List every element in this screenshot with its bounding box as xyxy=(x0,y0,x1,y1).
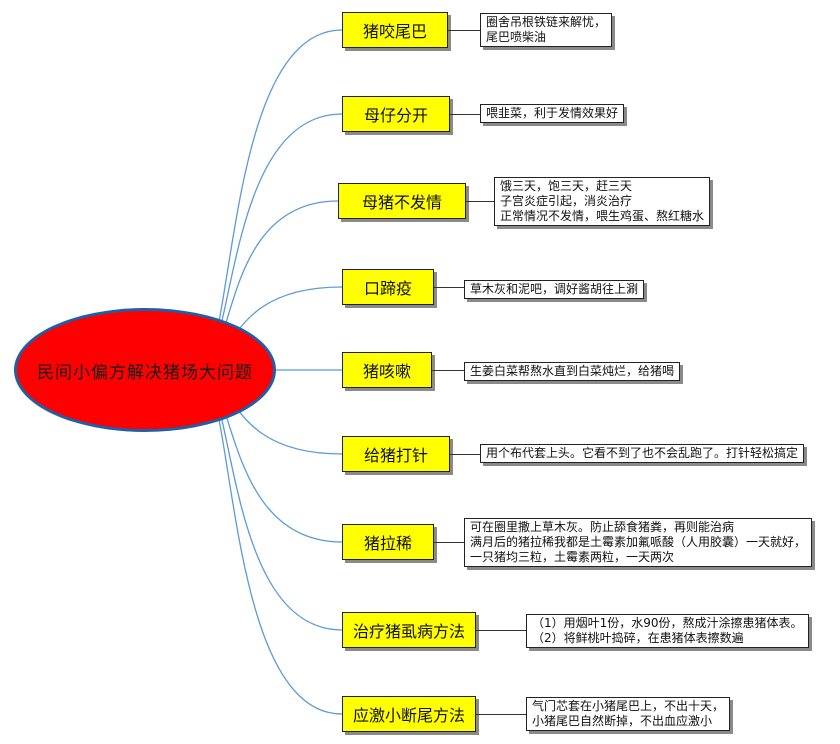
topic-note-connector xyxy=(434,542,464,543)
note-line: 用个布代套上头。它看不到了也不会乱跑了。打针轻松搞定 xyxy=(486,446,799,460)
topic-note-connector xyxy=(434,287,464,288)
topic-stress-free-tail-docking[interactable]: 应激小断尾方法 xyxy=(342,696,476,732)
note-sow-not-in-heat: 饿三天，饱三天，赶三天 子宫炎症引起，消炎治疗 正常情况不发情，喂生鸡蛋、熬红糖… xyxy=(494,177,711,226)
topic-label: 应激小断尾方法 xyxy=(352,706,465,725)
topic-label: 给猪打针 xyxy=(363,446,428,465)
note-line: 一只猪均三粒，土霉素两粒，一天两次 xyxy=(470,550,675,564)
topic-note-connector xyxy=(448,30,480,31)
note-foot-and-mouth: 草木灰和泥吧，调好酱胡往上涮 xyxy=(464,280,645,299)
central-topic[interactable]: 民间小偏方解决猪场大问题 xyxy=(14,308,276,432)
topic-label: 猪咬尾巴 xyxy=(362,22,427,41)
topic-note-connector xyxy=(450,454,480,455)
topic-sow-not-in-heat[interactable]: 母猪不发情 xyxy=(338,183,466,219)
note-pig-tail-biting: 圈舍吊根铁链来解忧， 尾巴喷柴油 xyxy=(480,13,613,47)
central-topic-label: 民间小偏方解决猪场大问题 xyxy=(37,362,253,383)
topic-note-connector xyxy=(466,201,494,202)
note-line: 小猪尾巴自然断掉，不出血应激小 xyxy=(532,714,713,728)
branch-link xyxy=(204,369,343,715)
note-sow-piglet-separation: 喂韭菜，利于发情效果好 xyxy=(480,104,625,123)
note-line: 正常情况不发情，喂生鸡蛋、熬红糖水 xyxy=(500,209,705,223)
note-stress-free-tail-docking: 气门芯套在小猪尾巴上，不出十天， 小猪尾巴自然断掉，不出血应激小 xyxy=(526,697,731,731)
topic-note-connector xyxy=(450,114,480,115)
note-line: （2）将鲜桃叶捣碎，在患猪体表擦数遍 xyxy=(532,631,744,645)
note-line: 生姜白菜帮熬水直到白菜炖烂，给猪喝 xyxy=(470,364,675,378)
topic-label: 治疗猪虱病方法 xyxy=(352,622,465,641)
note-pig-lice-treatment: （1）用烟叶1份，水90份，熬成汁涂擦患猪体表。 （2）将鲜桃叶捣碎，在患猪体表… xyxy=(526,614,809,648)
topic-label: 猪拉稀 xyxy=(363,534,412,553)
topic-pig-injection[interactable]: 给猪打针 xyxy=(342,436,450,472)
note-line: 可在圈里撒上草木灰。防止舔食猪粪，再则能治病 xyxy=(470,520,735,534)
note-pig-injection: 用个布代套上头。它看不到了也不会乱跑了。打针轻松搞定 xyxy=(480,444,805,463)
note-line: 子宫炎症引起，消炎治疗 xyxy=(500,194,633,208)
note-line: 气门芯套在小猪尾巴上，不出十天， xyxy=(532,699,725,713)
topic-label: 母猪不发情 xyxy=(361,193,442,212)
note-line: 喂韭菜，利于发情效果好 xyxy=(486,106,619,120)
topic-pig-cough[interactable]: 猪咳嗽 xyxy=(342,352,432,388)
topic-sow-piglet-separation[interactable]: 母仔分开 xyxy=(342,96,450,132)
topic-pig-diarrhea[interactable]: 猪拉稀 xyxy=(342,524,434,560)
note-line: 圈舍吊根铁链来解忧， xyxy=(486,15,607,29)
note-line: 草木灰和泥吧，调好酱胡往上涮 xyxy=(470,282,639,296)
note-line: 尾巴喷柴油 xyxy=(486,30,547,44)
note-pig-cough: 生姜白菜帮熬水直到白菜炖烂，给猪喝 xyxy=(464,362,681,381)
note-pig-diarrhea: 可在圈里撒上草木灰。防止舔食猪粪，再则能治病 满月后的猪拉稀我都是土霉素加氟哌酸… xyxy=(464,518,813,567)
topic-pig-lice-treatment[interactable]: 治疗猪虱病方法 xyxy=(342,612,476,648)
branch-link xyxy=(204,29,343,371)
topic-label: 猪咳嗽 xyxy=(362,362,411,381)
note-line: （1）用烟叶1份，水90份，熬成汁涂擦患猪体表。 xyxy=(532,616,803,630)
topic-note-connector xyxy=(432,370,464,371)
topic-label: 母仔分开 xyxy=(363,106,428,125)
topic-foot-and-mouth[interactable]: 口蹄疫 xyxy=(342,269,434,305)
topic-pig-tail-biting[interactable]: 猪咬尾巴 xyxy=(342,12,448,48)
topic-note-connector xyxy=(476,714,526,715)
topic-note-connector xyxy=(476,630,526,631)
note-line: 满月后的猪拉稀我都是土霉素加氟哌酸（人用胶囊）一天就好， xyxy=(470,535,807,549)
note-line: 饿三天，饱三天，赶三天 xyxy=(500,179,633,193)
topic-label: 口蹄疫 xyxy=(363,279,412,298)
